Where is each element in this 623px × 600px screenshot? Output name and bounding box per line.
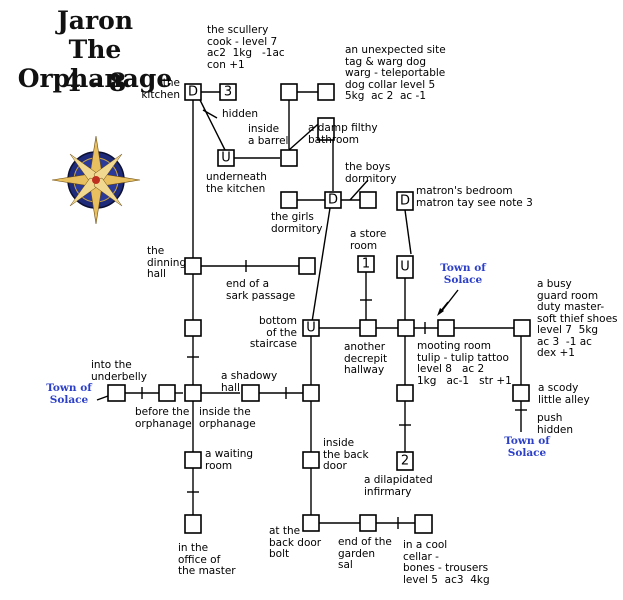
room-shadowy-east xyxy=(302,384,320,402)
room-kitchen xyxy=(184,83,202,101)
door-ticks xyxy=(141,109,527,529)
marker-2: 2 xyxy=(401,454,409,469)
compass-rose-icon xyxy=(51,135,141,225)
room-store xyxy=(357,255,375,273)
room-office xyxy=(184,514,202,534)
map-title-levels: 4 - 8 xyxy=(63,68,127,97)
label-shadowy-hall: a shadowy hall xyxy=(221,370,278,394)
label-hidden: hidden xyxy=(222,108,259,120)
room-markers: D 3 U D D 1 U U 2 xyxy=(188,85,410,469)
label-dinning-hall: the dinning hall xyxy=(147,245,187,280)
map-title-author: Jaron xyxy=(56,6,134,35)
room-bottom-staircase xyxy=(302,319,320,337)
room-scody-alley xyxy=(512,384,530,402)
label-guard-room: a busy guard room duty master- soft thie… xyxy=(537,278,618,359)
label-store-room: a store room xyxy=(350,228,387,252)
label-push-hidden: push hidden xyxy=(537,412,574,436)
label-kitchen: the kitchen xyxy=(141,77,180,101)
room-dinning-hall xyxy=(184,257,202,275)
map-connections xyxy=(96,91,522,524)
room-corridor-d xyxy=(324,191,342,209)
link-town-of-solace-ne[interactable]: Town of Solace xyxy=(440,262,486,286)
marker-u-stairs: U xyxy=(400,260,410,275)
room-n1 xyxy=(280,83,298,101)
label-cellar: in a cool cellar - bones - trousers leve… xyxy=(403,539,490,586)
room-sark-passage xyxy=(298,257,316,275)
room-inside-back-door xyxy=(302,451,320,469)
room-stairs-u xyxy=(396,255,414,279)
marker-d-corridor: D xyxy=(328,193,338,208)
room-infirmary xyxy=(396,451,414,471)
label-inside-orphanage: inside the orphanage xyxy=(199,406,256,430)
label-decrepit-hallway: another decrepit hallway xyxy=(344,341,388,376)
room-scullery xyxy=(219,83,237,101)
label-garden: end of the garden sal xyxy=(338,536,392,571)
marker-d-matron: D xyxy=(400,194,410,209)
room-matrons-bedroom xyxy=(396,191,414,211)
label-scody-alley: a scody little alley xyxy=(538,382,590,406)
room-back-door xyxy=(302,514,320,532)
label-bathroom: a damp filthy bathroom xyxy=(308,122,378,146)
link-town-of-solace-se[interactable]: Town of Solace xyxy=(504,435,550,459)
room-mooting xyxy=(437,319,455,337)
label-back-door: at the back door bolt xyxy=(269,525,322,560)
label-infirmary: a dilapidated infirmary xyxy=(364,474,433,498)
room-unexpected-site xyxy=(317,83,335,101)
label-inside-back-door: inside the back door xyxy=(323,437,369,472)
room-underbelly xyxy=(107,384,126,402)
label-unexpected-site: an unexpected site tag & warg dog warg -… xyxy=(345,44,446,102)
label-sark-passage: end of a sark passage xyxy=(226,278,296,302)
marker-1: 1 xyxy=(362,257,370,272)
label-girls-dormitory: the girls dormitory xyxy=(271,211,323,235)
room-garden xyxy=(359,514,377,532)
room-before-orphanage xyxy=(158,384,176,402)
label-boys-dormitory: the boys dormitory xyxy=(345,161,397,185)
label-underbelly: into the underbelly xyxy=(91,359,147,383)
room-west-hall xyxy=(184,319,202,337)
map-rooms xyxy=(107,83,531,534)
room-underneath-kitchen xyxy=(217,149,235,167)
room-waiting xyxy=(184,451,202,469)
link-town-of-solace-w[interactable]: Town of Solace xyxy=(46,382,92,406)
marker-u-bottom: U xyxy=(306,321,316,336)
room-cellar xyxy=(414,514,433,534)
room-mooting-south xyxy=(396,384,414,402)
room-mooting-junction xyxy=(397,319,415,337)
room-boys-dormitory xyxy=(359,191,377,209)
label-before-orphanage: before the orphanage xyxy=(135,406,192,430)
label-underneath-kitchen: underneath the kitchen xyxy=(206,171,267,195)
label-scullery: the scullery cook - level 7 ac2 1kg -1ac… xyxy=(207,24,285,71)
room-inside-orphanage xyxy=(184,384,202,402)
arrow-icon xyxy=(437,301,449,316)
marker-3: 3 xyxy=(224,85,232,100)
room-decrepit-hallway xyxy=(359,319,377,337)
room-guard-room xyxy=(513,319,531,337)
room-shadowy-hall xyxy=(241,384,260,402)
label-matrons-bedroom: matron's bedroom matron tay see note 3 xyxy=(416,185,533,209)
label-office: in the office of the master xyxy=(178,542,236,577)
marker-u-kitchen: U xyxy=(221,151,231,166)
marker-d-kitchen: D xyxy=(188,85,198,100)
room-barrel xyxy=(280,149,298,167)
label-mooting-room: mooting room tulip - tulip tattoo level … xyxy=(417,340,512,387)
map-title-area: The Orphanage xyxy=(17,35,173,93)
label-waiting-room: a waiting room xyxy=(205,448,254,472)
label-barrel: inside a barrel xyxy=(248,123,289,147)
label-bottom-staircase: bottom of the staircase xyxy=(249,315,297,350)
room-girls-dormitory xyxy=(280,191,298,209)
room-bathroom xyxy=(317,117,335,141)
